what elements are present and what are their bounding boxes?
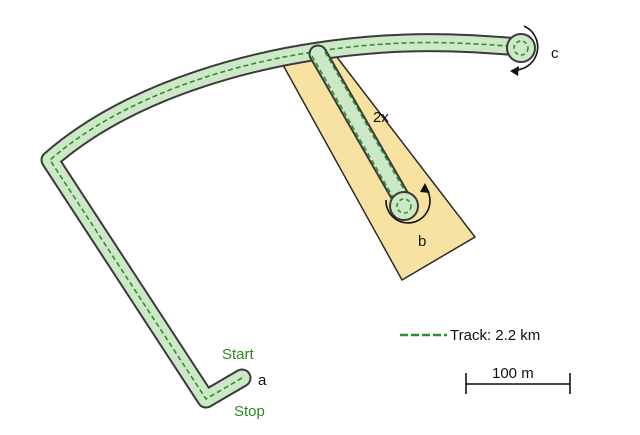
track-branch	[308, 44, 414, 213]
label-b: b	[418, 233, 426, 250]
scale-bar-label: 100 m	[492, 365, 534, 382]
legend-track-label: Track: 2.2 km	[450, 327, 540, 344]
turnaround-loop-b	[389, 191, 419, 221]
label-a: a	[258, 372, 267, 389]
curved-arrow-counterclockwise-icon	[385, 183, 431, 224]
curved-arrow-clockwise-icon	[510, 25, 539, 76]
legend-track: Track: 2.2 km	[400, 327, 540, 344]
label-repeat: 2x	[373, 109, 389, 126]
label-c: c	[551, 45, 559, 62]
label-stop: Stop	[234, 403, 265, 420]
scale-bar: 100 m	[465, 365, 571, 394]
label-start: Start	[222, 346, 255, 363]
turnaround-loop-c	[506, 33, 536, 63]
